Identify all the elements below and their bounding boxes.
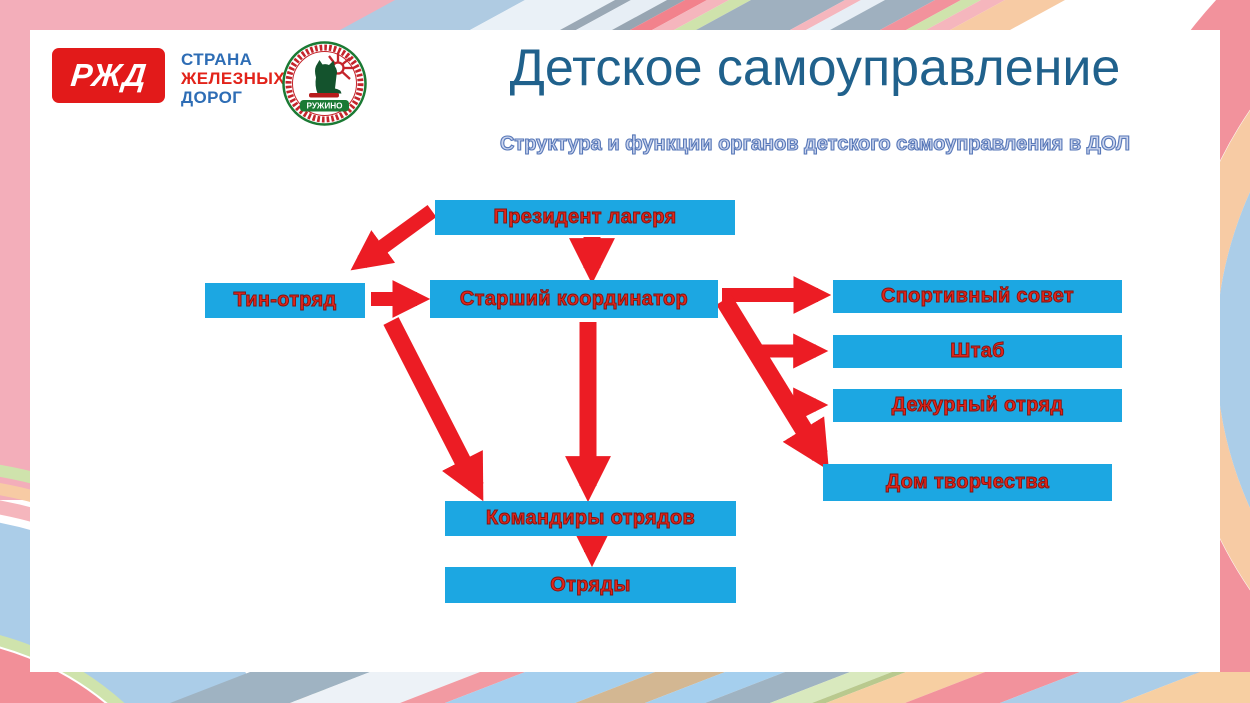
ruzhino-camp-logo: РУЖИНО bbox=[282, 41, 367, 126]
brand-line-1: СТРАНА bbox=[181, 50, 253, 69]
node-sport-council: Спортивный совет bbox=[833, 280, 1122, 313]
node-president: Президент лагеря bbox=[435, 200, 735, 235]
node-senior-coordinator: Старший координатор bbox=[430, 280, 718, 318]
brand-line-2: ЖЕЛЕЗНЫХ bbox=[181, 69, 286, 88]
rzd-logo-text: РЖД bbox=[68, 57, 149, 93]
arrow-president-to-tin bbox=[350, 204, 437, 271]
brand-wordmark: СТРАНА ЖЕЛЕЗНЫХ ДОРОГ bbox=[181, 50, 285, 107]
cat-icon bbox=[315, 60, 342, 94]
ruzhino-banner-text: РУЖИНО bbox=[306, 102, 343, 111]
rzd-logo: РЖД bbox=[52, 48, 165, 103]
node-squads: Отряды bbox=[445, 567, 736, 603]
brand-line-3: ДОРОГ bbox=[181, 88, 243, 107]
node-shtab: Штаб bbox=[833, 335, 1122, 368]
node-duty-squad: Дежурный отряд bbox=[833, 389, 1122, 422]
node-commanders: Командиры отрядов bbox=[445, 501, 736, 536]
arrow-tin-to-commanders bbox=[383, 317, 484, 502]
cat-base bbox=[309, 93, 339, 98]
node-dom-tvorchestva: Дом творчества bbox=[823, 464, 1112, 501]
ruzhino-banner bbox=[300, 100, 349, 112]
slide-subtitle: Структура и функции органов детского сам… bbox=[499, 132, 1131, 155]
slide-title: Детское самоуправление bbox=[509, 39, 1121, 97]
top-stripes bbox=[340, 0, 1065, 30]
arrow-coordinator-to-dom-tvorchestva bbox=[716, 295, 829, 471]
node-tin-otryad: Тин-отряд bbox=[205, 283, 365, 318]
bottom-stripes bbox=[170, 672, 1250, 703]
